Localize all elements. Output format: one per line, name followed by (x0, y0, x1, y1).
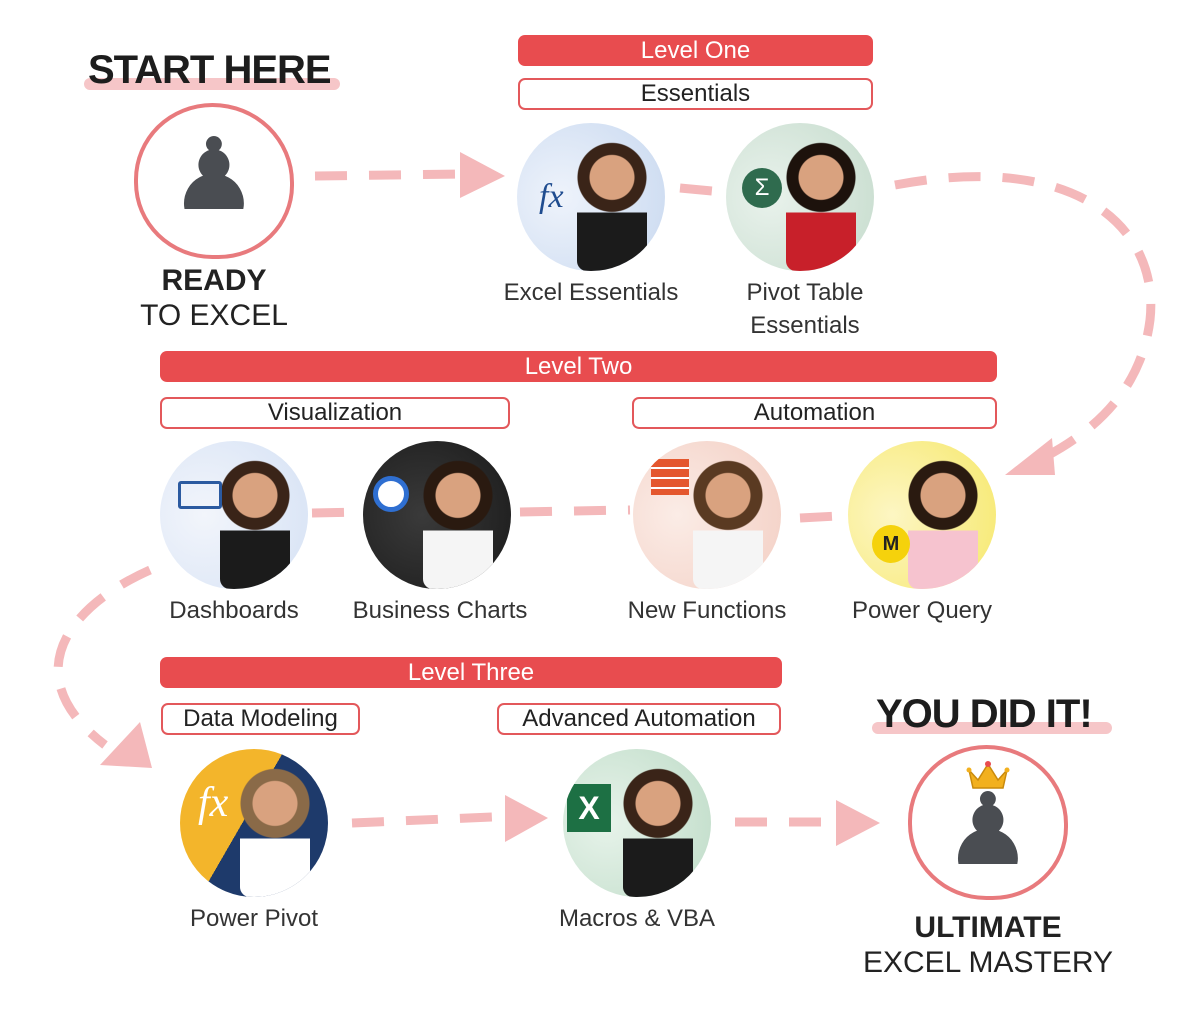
m-icon: M (872, 525, 910, 563)
sum-icon: Σ (742, 168, 782, 208)
course-business-charts-label[interactable]: Business Charts (352, 597, 528, 624)
finish-ring (908, 745, 1068, 900)
excel-icon: X (567, 784, 611, 832)
finish-title: YOU DID IT! (876, 692, 1093, 736)
finish-line1: ULTIMATE (914, 911, 1062, 944)
crown-icon (966, 761, 1010, 789)
level-two-bar: Level Two (160, 351, 997, 382)
course-power-query-image[interactable]: M (848, 441, 996, 589)
start-highlight (84, 78, 340, 90)
group-essentials: Essentials (518, 78, 873, 110)
pawn-icon: ♟ (169, 119, 259, 231)
group-visualization: Visualization (160, 397, 510, 429)
course-dashboards-label[interactable]: Dashboards (169, 597, 299, 624)
crowned-pawn-icon: ♟ (943, 774, 1033, 886)
function-icon: fx (198, 780, 229, 826)
grid-icon (651, 459, 689, 495)
course-power-pivot-label[interactable]: Power Pivot (189, 905, 319, 932)
start-title: START HERE (88, 48, 332, 92)
course-power-pivot-image[interactable]: fx (180, 749, 328, 897)
course-new-functions-label[interactable]: New Functions (627, 597, 787, 624)
level-three-bar: Level Three (160, 657, 782, 688)
start-line1: READY (161, 264, 267, 297)
course-macros-vba-label[interactable]: Macros & VBA (558, 905, 716, 932)
bar-chart-icon (373, 476, 409, 512)
function-icon: fx (539, 178, 564, 215)
finish-line2: EXCEL MASTERY (862, 946, 1114, 979)
laptop-icon (178, 481, 222, 509)
course-dashboards-image[interactable] (160, 441, 308, 589)
pivot-line2: Essentials (750, 312, 860, 339)
course-new-functions-image[interactable] (633, 441, 781, 589)
course-excel-essentials-label[interactable]: Excel Essentials (503, 279, 679, 306)
finish-highlight (872, 722, 1112, 734)
level-one-bar: Level One (518, 35, 873, 66)
start-line2: TO EXCEL (140, 299, 288, 332)
course-business-charts-image[interactable] (363, 441, 511, 589)
course-excel-essentials-image[interactable]: fx (517, 123, 665, 271)
group-advanced-automation: Advanced Automation (497, 703, 781, 735)
start-ring (134, 103, 294, 259)
course-pivot-table-image[interactable]: Σ (726, 123, 874, 271)
course-macros-vba-image[interactable]: X (563, 749, 711, 897)
course-power-query-label[interactable]: Power Query (851, 597, 993, 624)
pivot-line1: Pivot Table (746, 279, 864, 306)
group-data-modeling: Data Modeling (161, 703, 360, 735)
group-automation: Automation (632, 397, 997, 429)
